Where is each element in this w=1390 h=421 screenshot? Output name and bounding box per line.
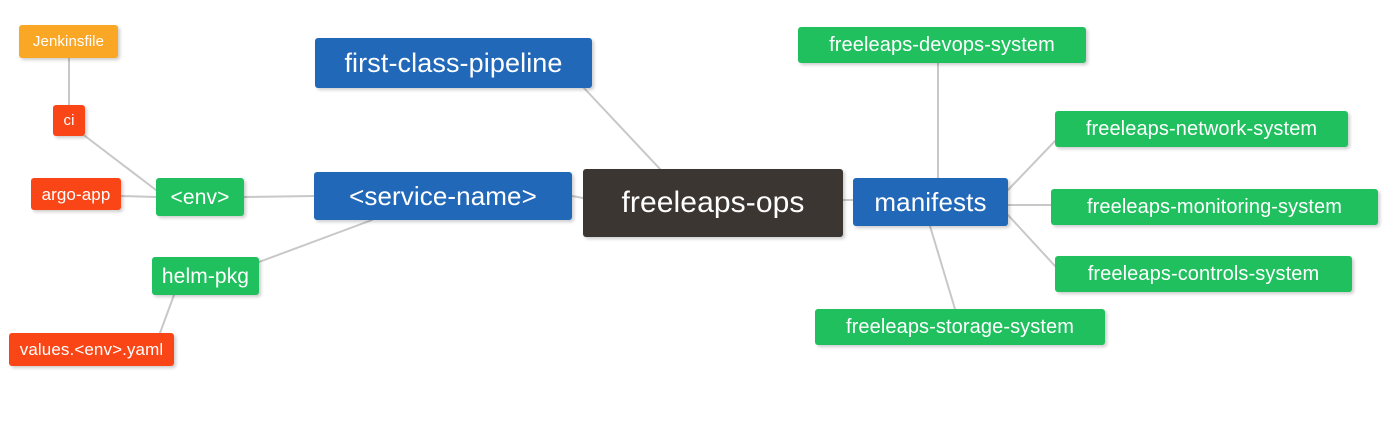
- node-freeleaps-storage-system[interactable]: freeleaps-storage-system: [815, 309, 1105, 345]
- edge-service-name-to-freeleaps-ops: [571, 195, 584, 199]
- edge-manifests-to-freeleaps-controls-system: [1007, 214, 1056, 267]
- node-freeleaps-ops[interactable]: freeleaps-ops: [583, 169, 843, 237]
- edge-helm-pkg-to-service-name: [258, 219, 373, 263]
- edge-first-class-pipeline-to-freeleaps-ops: [583, 87, 661, 170]
- edge-argo-app-to-env: [120, 195, 157, 198]
- edge-manifests-to-freeleaps-storage-system: [929, 225, 956, 310]
- node-argo-app[interactable]: argo-app: [31, 178, 121, 210]
- node-freeleaps-controls-system[interactable]: freeleaps-controls-system: [1055, 256, 1352, 292]
- node-values-env-yaml[interactable]: values.<env>.yaml: [9, 333, 174, 366]
- node-first-class-pipeline[interactable]: first-class-pipeline: [315, 38, 592, 88]
- edge-env-to-service-name: [243, 195, 315, 198]
- node-service-name[interactable]: <service-name>: [314, 172, 572, 220]
- edge-values-env-yaml-to-helm-pkg: [159, 294, 175, 334]
- node-freeleaps-network-system[interactable]: freeleaps-network-system: [1055, 111, 1348, 147]
- node-env[interactable]: <env>: [156, 178, 244, 216]
- edge-manifests-to-freeleaps-network-system: [1007, 140, 1056, 191]
- node-manifests[interactable]: manifests: [853, 178, 1008, 226]
- node-ci[interactable]: ci: [53, 105, 85, 136]
- node-freeleaps-monitoring-system[interactable]: freeleaps-monitoring-system: [1051, 189, 1378, 225]
- node-jenkinsfile[interactable]: Jenkinsfile: [19, 25, 118, 58]
- node-freeleaps-devops-system[interactable]: freeleaps-devops-system: [798, 27, 1086, 63]
- node-helm-pkg[interactable]: helm-pkg: [152, 257, 259, 295]
